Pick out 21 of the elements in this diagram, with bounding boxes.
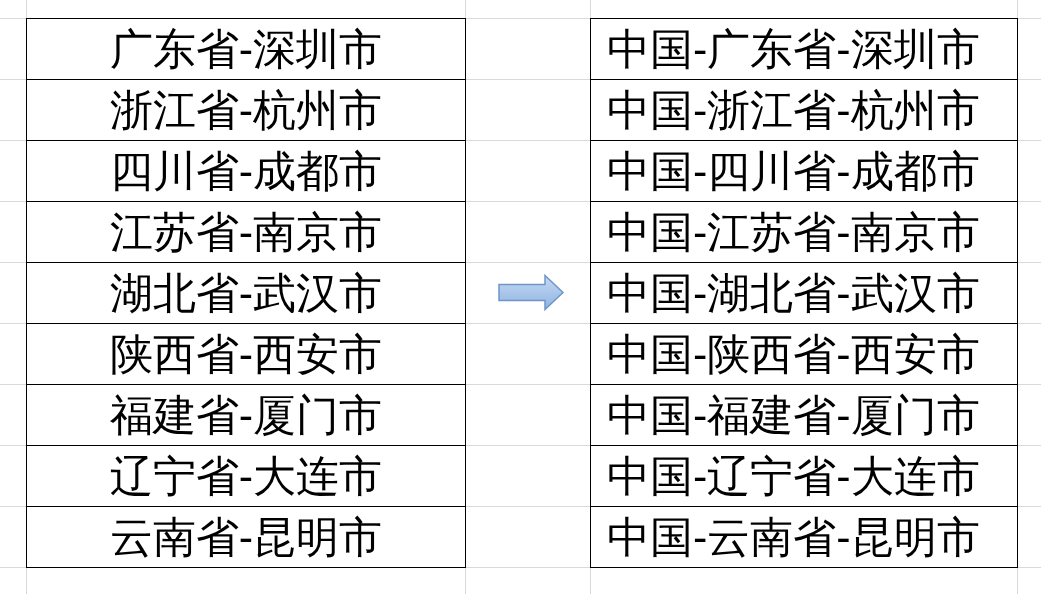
table-cell: 陕西省-西安市: [27, 324, 465, 385]
table-cell: 中国-湖北省-武汉市: [591, 263, 1017, 324]
data-table: [26, 18, 466, 568]
table-cell: 福建省-厦门市: [27, 385, 465, 446]
table-cell: 浙江省-杭州市: [27, 80, 465, 141]
table-cell-text: 中国-云南省-昆明市: [606, 512, 981, 563]
table-cell: 中国-辽宁省-大连市: [591, 446, 1017, 507]
table-cell: 中国-四川省-成都市: [591, 141, 1017, 202]
table-cell: 中国-福建省-厦门市: [591, 385, 1017, 446]
table-cell: 中国-浙江省-杭州市: [591, 80, 1017, 141]
table-cell: 湖北省-武汉市: [27, 263, 465, 324]
table-cell: 中国-江苏省-南京市: [591, 202, 1017, 263]
table-cell: 中国-广东省-深圳市: [591, 19, 1017, 80]
table-cell: 广东省-深圳市: [27, 19, 465, 80]
table-cell: 中国-陕西省-西安市: [591, 324, 1017, 385]
table-cell: 四川省-成都市: [27, 141, 465, 202]
table-cell: 江苏省-南京市: [27, 202, 465, 263]
data-table: [590, 18, 1018, 568]
table-cell: 辽宁省-大连市: [27, 446, 465, 507]
block-arrow: [498, 273, 565, 312]
table-cell-text: 云南省-昆明市: [108, 512, 384, 563]
